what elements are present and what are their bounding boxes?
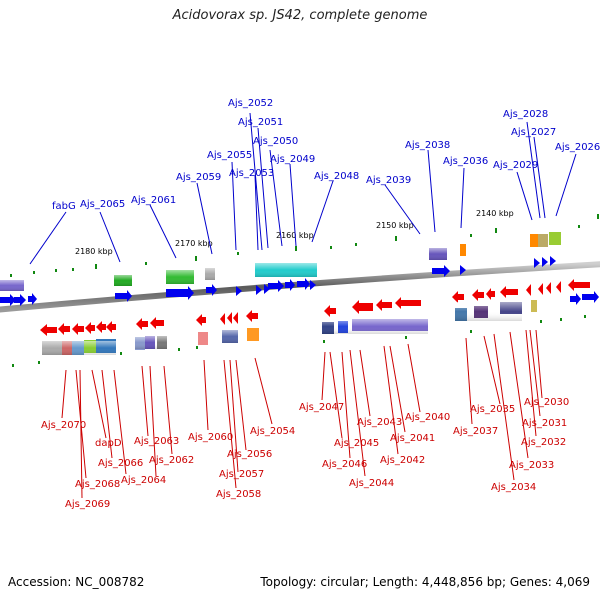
gene-label: Ajs_2060 [188,432,233,443]
gene-label: Ajs_2059 [176,172,221,183]
topology-summary-text: Topology: circular; Length: 4,448,856 bp… [260,575,590,589]
gene-label: Ajs_2048 [314,171,359,182]
accession-text: Accession: NC_008782 [8,575,145,589]
gene-label: Ajs_2041 [390,433,435,444]
gene-label: Ajs_2031 [522,418,567,429]
gene-label: Ajs_2070 [41,420,86,431]
forward-leader-lines [29,112,577,265]
gene-label: Ajs_2066 [98,458,143,469]
gene-label: Ajs_2062 [149,455,194,466]
tick-dots [10,214,599,367]
tick-label: 2180 kbp [75,247,113,256]
gene-label: Ajs_2063 [134,436,179,447]
gene-label: Ajs_2049 [270,154,315,165]
gene-label: Ajs_2045 [334,438,379,449]
gene-label: Ajs_2064 [121,475,166,486]
scale-ticks: 2180 kbp 2170 kbp 2160 kbp 2150 kbp 2140… [75,209,514,256]
gene-label: Ajs_2032 [521,437,566,448]
gene-label: Ajs_2035 [470,404,515,415]
gene-label: Ajs_2034 [491,482,536,493]
map-title: Acidovorax sp. JS42, complete genome [172,8,428,23]
gene-label: Ajs_2057 [219,469,264,480]
gene-label: Ajs_2036 [443,156,488,167]
gene-label: Ajs_2051 [238,117,283,128]
gene-label: Ajs_2044 [349,478,394,489]
gene-label: Ajs_2058 [216,489,261,500]
forward-annotation-blocks [0,232,561,291]
forward-strand-features [0,256,599,306]
gene-label: Ajs_2028 [503,109,548,120]
gene-label: Ajs_2046 [322,459,367,470]
gene-label: Ajs_2027 [511,127,556,138]
gene-label: Ajs_2030 [524,397,569,408]
gene-label: Ajs_2061 [131,195,176,206]
gene-label: Ajs_2039 [366,175,411,186]
gene-label: Ajs_2052 [228,98,273,109]
tick-label: 2140 kbp [476,209,514,218]
gene-label: Ajs_2026 [555,142,600,153]
gene-label: Ajs_2055 [207,150,252,161]
gene-label: Ajs_2043 [357,417,402,428]
tick-label: 2170 kbp [175,239,213,248]
gene-label: Ajs_2038 [405,140,450,151]
reverse-strand-features [40,279,590,336]
gene-label: Ajs_2040 [405,412,450,423]
gene-label: Ajs_2068 [75,479,120,490]
gene-label: Ajs_2053 [229,168,274,179]
gene-label: Ajs_2037 [453,426,498,437]
gene-label: Ajs_2069 [65,499,110,510]
gene-label: Ajs_2050 [253,136,298,147]
gene-label: Ajs_2033 [509,460,554,471]
gene-label: Ajs_2047 [299,402,344,413]
gene-label: Ajs_2029 [493,160,538,171]
tick-label: 2150 kbp [376,221,414,230]
block-shine [0,248,522,355]
gene-label: dapD [95,438,122,449]
reverse-leader-lines [61,329,543,499]
forward-gene-labels: fabG Ajs_2065 Ajs_2061 Ajs_2059 Ajs_2055… [52,98,600,212]
gene-label: Ajs_2065 [80,199,125,210]
gene-label: Ajs_2056 [227,449,272,460]
gene-label: fabG [52,201,76,212]
gene-label: Ajs_2054 [250,426,295,437]
gene-label: Ajs_2042 [380,455,425,466]
reverse-gene-labels: Ajs_2070 Ajs_2069 Ajs_2068 dapD Ajs_2066… [41,397,569,510]
